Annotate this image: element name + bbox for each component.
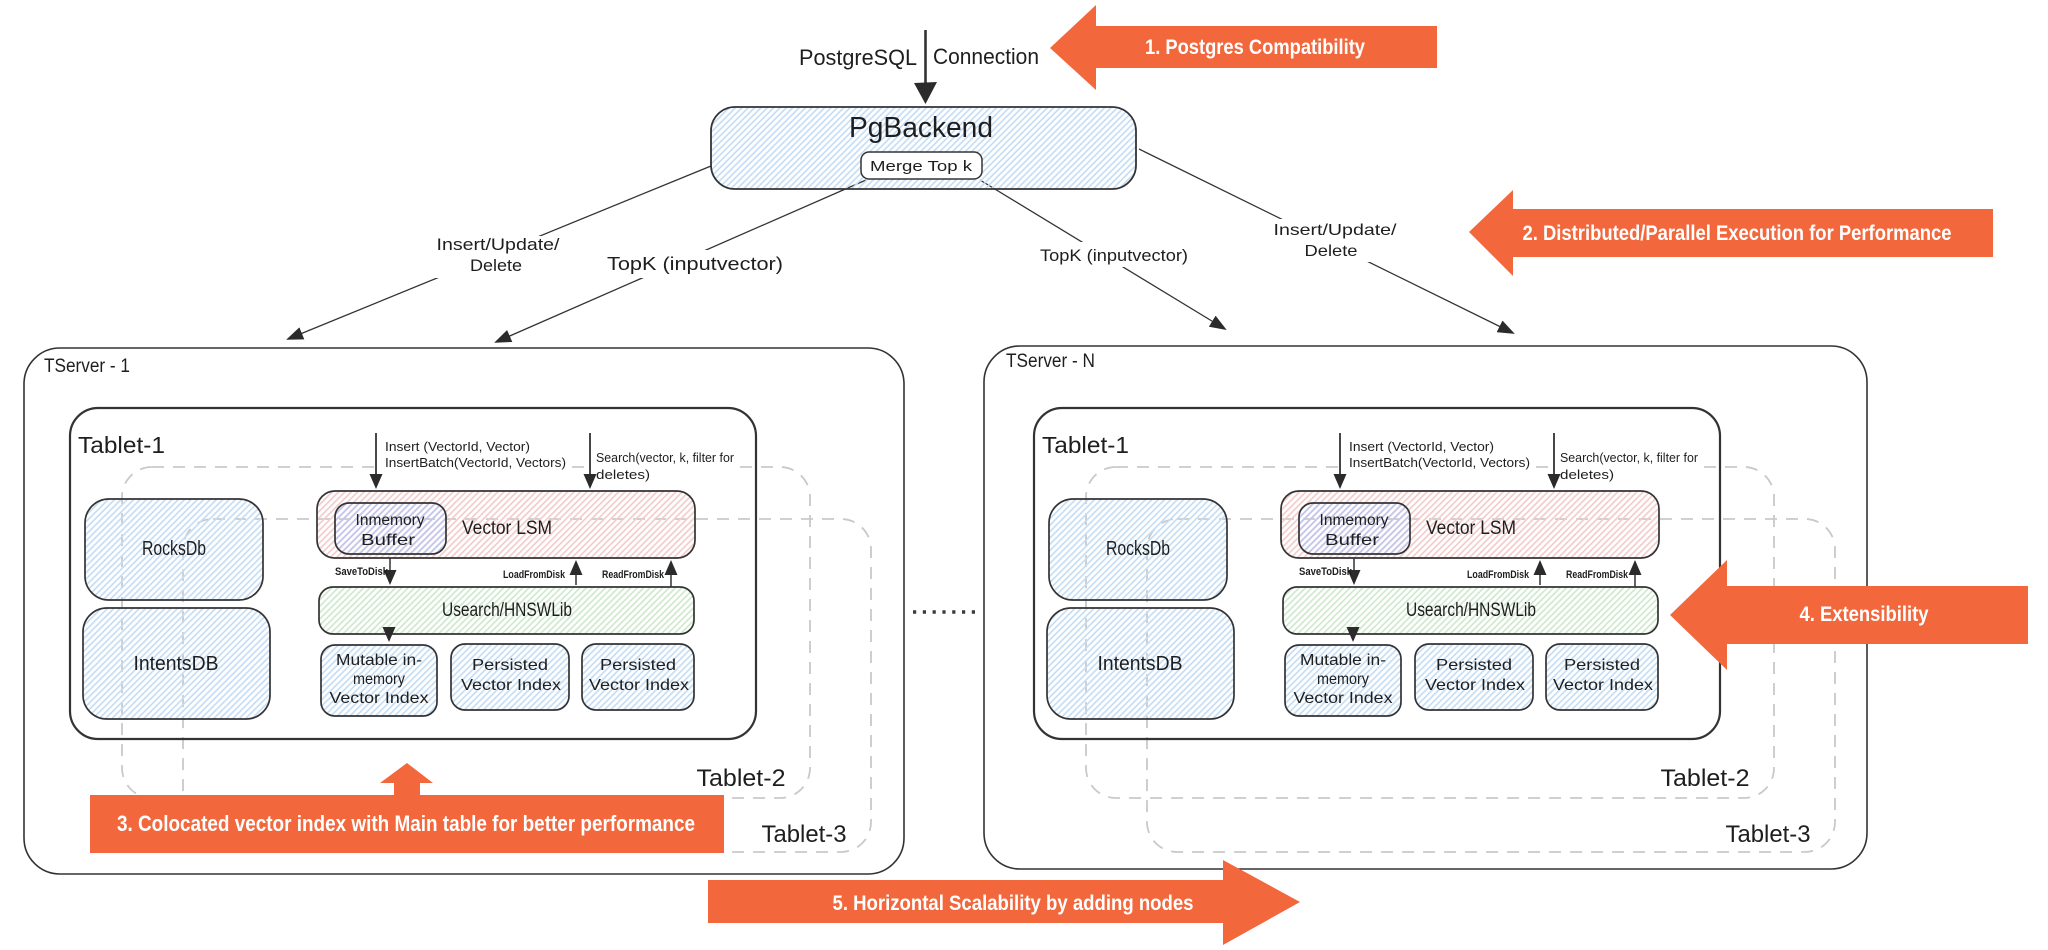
svg-text:Inmemory: Inmemory <box>1320 512 1389 529</box>
svg-text:Vector LSM: Vector LSM <box>1426 518 1516 539</box>
svg-text:deletes): deletes) <box>596 467 650 482</box>
svg-text:Persisted: Persisted <box>472 657 548 674</box>
svg-text:Inmemory: Inmemory <box>356 512 425 529</box>
svg-text:deletes): deletes) <box>1560 467 1614 482</box>
svg-text:Persisted: Persisted <box>600 657 676 674</box>
svg-text:TServer - N: TServer - N <box>1006 351 1095 372</box>
svg-text:SaveToDisk: SaveToDisk <box>1299 566 1353 578</box>
svg-text:InsertBatch(VectorId, Vectors): InsertBatch(VectorId, Vectors) <box>385 455 566 470</box>
svg-text:ReadFromDisk: ReadFromDisk <box>1566 569 1629 581</box>
svg-text:Insert/Update/: Insert/Update/ <box>437 235 560 254</box>
svg-text:Mutable in-: Mutable in- <box>336 652 422 669</box>
svg-text:Tablet-1: Tablet-1 <box>78 432 165 458</box>
svg-text:2. Distributed/Parallel Execut: 2. Distributed/Parallel Execution for Pe… <box>1523 222 1952 245</box>
svg-text:TopK (inputvector): TopK (inputvector) <box>607 254 783 274</box>
svg-text:Insert (VectorId, Vector): Insert (VectorId, Vector) <box>1349 439 1494 454</box>
svg-text:Tablet-1: Tablet-1 <box>1042 432 1129 458</box>
svg-text:TServer - 1: TServer - 1 <box>44 356 130 377</box>
svg-text:RocksDb: RocksDb <box>1106 538 1170 560</box>
svg-text:Insert/Update/: Insert/Update/ <box>1274 222 1398 239</box>
svg-text:Vector Index: Vector Index <box>1294 690 1393 707</box>
svg-text:Vector Index: Vector Index <box>461 677 561 694</box>
svg-text:5. Horizontal Scalability by a: 5. Horizontal Scalability by adding node… <box>833 892 1194 915</box>
svg-text:SaveToDisk: SaveToDisk <box>335 566 389 578</box>
svg-text:PostgreSQL: PostgreSQL <box>799 45 917 70</box>
svg-text:Persisted: Persisted <box>1436 657 1512 674</box>
svg-text:Merge Top k: Merge Top k <box>870 158 973 175</box>
svg-text:Usearch/HNSWLib: Usearch/HNSWLib <box>442 600 572 621</box>
svg-text:Connection: Connection <box>933 44 1039 69</box>
svg-text:Persisted: Persisted <box>1564 657 1640 674</box>
svg-text:Vector Index: Vector Index <box>330 690 429 707</box>
svg-text:Search(vector, k, filter for: Search(vector, k, filter for <box>1560 450 1699 465</box>
svg-text:LoadFromDisk: LoadFromDisk <box>1467 569 1530 581</box>
svg-text:Tablet-2: Tablet-2 <box>1661 765 1750 792</box>
svg-text:3. Colocated vector index with: 3. Colocated vector index with Main tabl… <box>117 811 695 836</box>
svg-text:1. Postgres Compatibility: 1. Postgres Compatibility <box>1145 36 1365 59</box>
svg-text:ReadFromDisk: ReadFromDisk <box>602 569 665 581</box>
svg-text:Usearch/HNSWLib: Usearch/HNSWLib <box>1406 600 1536 621</box>
svg-text:IntentsDB: IntentsDB <box>1098 653 1183 675</box>
svg-text:Tablet-2: Tablet-2 <box>697 765 786 792</box>
svg-text:Buffer: Buffer <box>361 532 416 549</box>
svg-text:memory: memory <box>1317 671 1369 688</box>
svg-text:LoadFromDisk: LoadFromDisk <box>503 569 566 581</box>
svg-text:IntentsDB: IntentsDB <box>134 653 219 675</box>
svg-text:PgBackend: PgBackend <box>849 112 993 144</box>
svg-text:RocksDb: RocksDb <box>142 538 206 560</box>
svg-text:Buffer: Buffer <box>1325 532 1380 549</box>
svg-text:Tablet-3: Tablet-3 <box>762 821 847 848</box>
svg-text:memory: memory <box>353 671 405 688</box>
svg-text:Delete: Delete <box>470 256 522 275</box>
svg-text:Vector Index: Vector Index <box>1553 677 1653 694</box>
svg-text:Delete: Delete <box>1305 243 1358 260</box>
svg-text:InsertBatch(VectorId, Vectors): InsertBatch(VectorId, Vectors) <box>1349 455 1530 470</box>
svg-text:Tablet-3: Tablet-3 <box>1726 821 1811 848</box>
svg-text:Vector Index: Vector Index <box>1425 677 1525 694</box>
svg-text:Search(vector, k, filter for: Search(vector, k, filter for <box>596 450 735 465</box>
svg-text:Insert (VectorId, Vector): Insert (VectorId, Vector) <box>385 439 530 454</box>
svg-text:TopK (inputvector): TopK (inputvector) <box>1040 246 1188 265</box>
svg-text:Mutable in-: Mutable in- <box>1300 652 1386 669</box>
svg-text:Vector Index: Vector Index <box>589 677 689 694</box>
svg-text:Vector LSM: Vector LSM <box>462 518 552 539</box>
svg-text:4. Extensibility: 4. Extensibility <box>1800 603 1929 626</box>
